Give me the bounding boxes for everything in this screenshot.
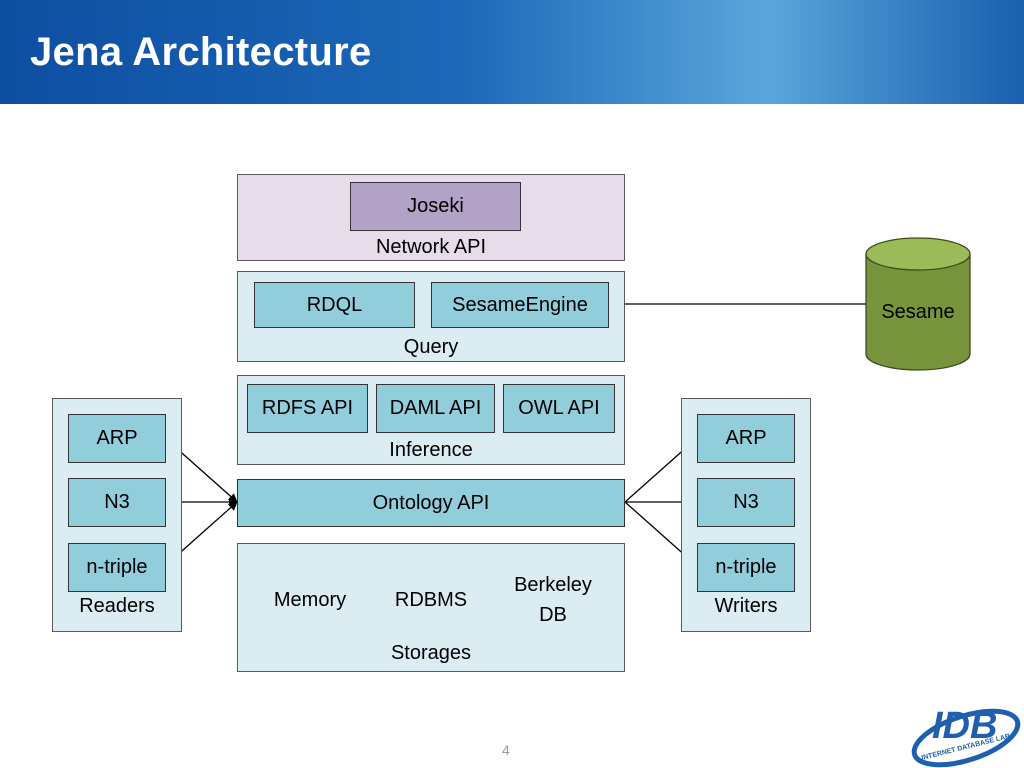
daml-api-box: DAML API bbox=[376, 384, 495, 433]
ontology-api-box: Ontology API bbox=[237, 479, 625, 527]
reader-n3-box: N3 bbox=[68, 478, 166, 527]
rdbms-label: RDBMS bbox=[394, 589, 468, 611]
page-number: 4 bbox=[502, 742, 510, 758]
writer-ntriple-box: n-triple bbox=[697, 543, 795, 592]
idb-logo-icon: IDB INTERNET DATABASE LAB bbox=[911, 705, 1021, 768]
rdql-box: RDQL bbox=[254, 282, 415, 328]
title-banner bbox=[0, 0, 1024, 104]
writer-arp-box: ARP bbox=[697, 414, 795, 463]
inference-caption: Inference bbox=[389, 439, 473, 461]
query-caption: Query bbox=[403, 336, 459, 358]
svg-text:IDB: IDB bbox=[932, 705, 997, 747]
sesame-label: Sesame bbox=[881, 301, 955, 323]
slide-title: Jena Architecture bbox=[30, 30, 372, 74]
berkeley-label-line2: DB bbox=[539, 604, 567, 626]
berkeley-label-line1: Berkeley bbox=[514, 574, 592, 596]
storages-panel bbox=[237, 543, 625, 672]
network-api-caption: Network API bbox=[375, 236, 487, 258]
memory-label: Memory bbox=[273, 589, 347, 611]
sesame-engine-box: SesameEngine bbox=[431, 282, 609, 328]
joseki-box: Joseki bbox=[350, 182, 521, 231]
reader-arp-box: ARP bbox=[68, 414, 166, 463]
writers-caption: Writers bbox=[714, 595, 778, 617]
readers-caption: Readers bbox=[79, 595, 155, 617]
owl-api-box: OWL API bbox=[503, 384, 615, 433]
writer-n3-box: N3 bbox=[697, 478, 795, 527]
sesame-cylinder-icon bbox=[865, 237, 971, 371]
rdfs-api-box: RDFS API bbox=[247, 384, 368, 433]
storages-caption: Storages bbox=[390, 642, 472, 664]
reader-ntriple-box: n-triple bbox=[68, 543, 166, 592]
